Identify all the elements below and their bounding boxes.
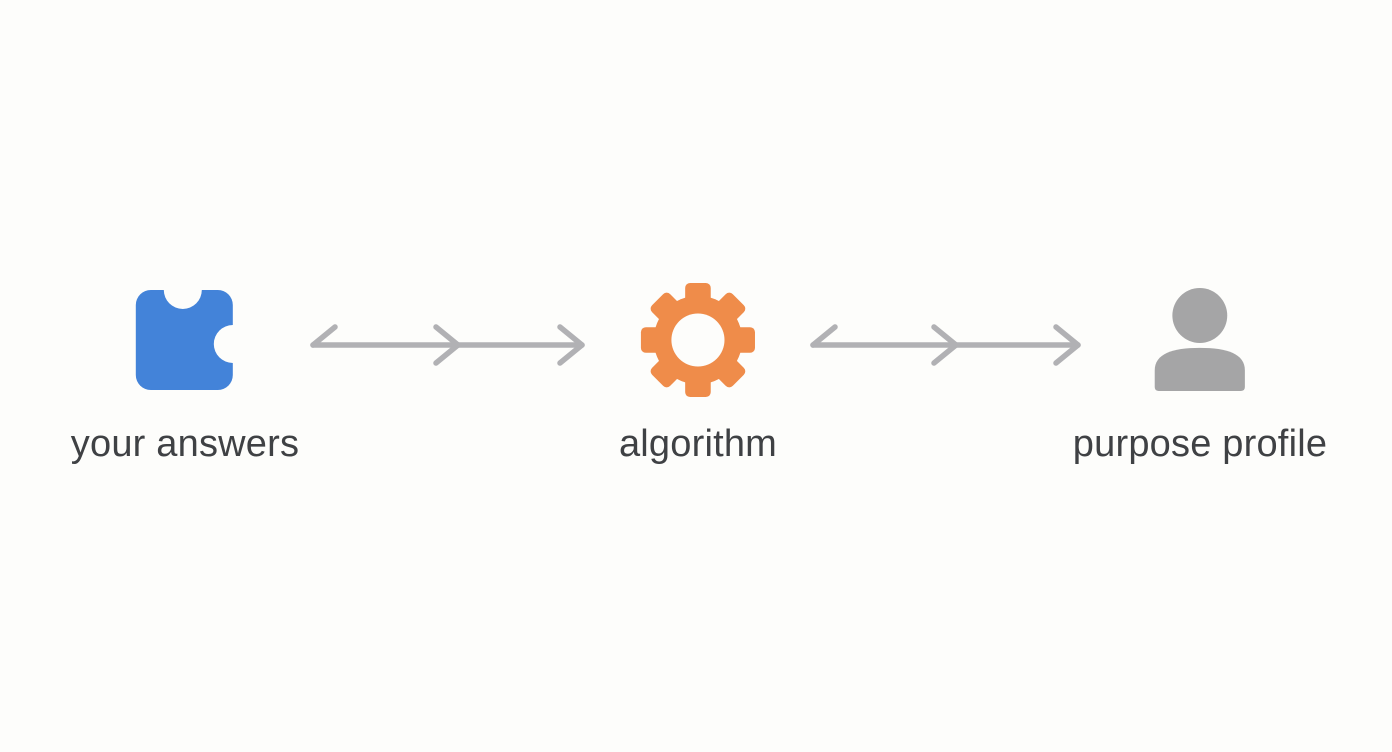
arrow-end-chevron [1053, 324, 1081, 366]
puzzle-right-notch [213, 325, 235, 363]
person-icon [1151, 285, 1249, 395]
label-algorithm: algorithm [618, 423, 778, 465]
arrow-start-barb [810, 324, 838, 348]
node-your-answers: your answers [71, 285, 299, 466]
gear-hole [671, 313, 725, 367]
puzzle-body [135, 290, 233, 390]
label-your-answers: your answers [70, 423, 300, 465]
arrow-algorithm-to-profile [810, 314, 1082, 374]
arrow-mid-chevron [931, 324, 959, 366]
puzzle-icon [135, 285, 235, 395]
arrow-strokes [310, 324, 585, 366]
arrow-end-chevron [557, 324, 585, 366]
person-shape [1154, 288, 1246, 391]
arrow-answers-to-algorithm [310, 314, 586, 374]
arrow-mid-chevron [433, 324, 461, 366]
gear-icon [639, 282, 757, 398]
node-purpose-profile: purpose profile [1073, 285, 1327, 466]
puzzle-top-notch [163, 288, 202, 309]
node-algorithm: algorithm [618, 282, 778, 466]
arrow-start-barb [310, 324, 338, 348]
label-purpose-profile: purpose profile [1072, 423, 1328, 465]
arrow-strokes [810, 324, 1081, 366]
